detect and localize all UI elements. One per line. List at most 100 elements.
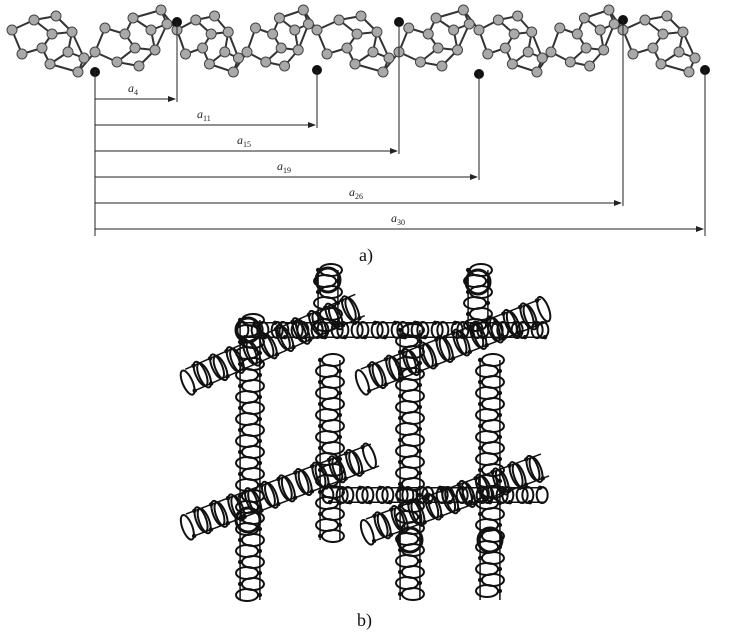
atom <box>448 24 460 36</box>
atom <box>44 58 56 70</box>
atom <box>16 48 28 60</box>
atom <box>578 12 590 24</box>
atom <box>536 52 548 64</box>
vertical-chain <box>475 352 505 600</box>
atom <box>584 60 596 72</box>
atom <box>603 4 615 16</box>
atom <box>526 26 538 38</box>
atom <box>6 24 18 36</box>
atom <box>72 66 84 78</box>
atom <box>452 44 464 56</box>
atom <box>430 12 442 24</box>
dimension-label-a4: a4 <box>128 81 138 97</box>
atom <box>473 24 485 36</box>
atom <box>639 14 651 26</box>
atom <box>432 42 444 54</box>
diagonal-chain <box>354 295 552 396</box>
ring <box>234 316 262 344</box>
atom <box>351 28 363 40</box>
dimension-label-a30: a30 <box>391 211 405 227</box>
atom <box>463 18 475 30</box>
atom <box>99 22 111 34</box>
atom <box>260 56 272 68</box>
panel-label-a: a) <box>359 245 373 265</box>
atom <box>367 46 379 58</box>
ring <box>464 268 492 296</box>
atom <box>302 18 314 30</box>
atom <box>311 24 323 36</box>
atom <box>422 28 434 40</box>
ring <box>234 506 262 534</box>
dimension-lines <box>94 20 706 236</box>
atom <box>377 66 389 78</box>
atom <box>227 66 239 78</box>
framework-network <box>179 262 552 603</box>
atom <box>127 12 139 24</box>
atom <box>403 22 415 34</box>
atom <box>657 28 669 40</box>
atom <box>133 60 145 72</box>
atom <box>190 14 202 26</box>
atom <box>119 28 131 40</box>
atom <box>28 14 40 26</box>
atom <box>349 58 361 70</box>
chain-atoms <box>6 4 710 79</box>
atom <box>205 28 217 40</box>
atom <box>554 22 566 34</box>
atom <box>333 14 345 26</box>
atom <box>512 10 524 22</box>
atom <box>341 42 353 54</box>
dimension-label-a11: a11 <box>197 107 211 123</box>
atom <box>655 58 667 70</box>
atom <box>267 28 279 40</box>
diagonal-chain <box>179 293 366 396</box>
atom <box>289 24 301 36</box>
atom <box>545 46 557 58</box>
atom <box>414 56 426 68</box>
atom <box>89 46 101 58</box>
atom <box>499 42 511 54</box>
atom <box>297 4 309 16</box>
ring <box>396 526 424 554</box>
atom <box>232 52 244 64</box>
atom <box>161 18 173 30</box>
atom <box>46 28 58 40</box>
atom <box>273 12 285 24</box>
vertical-chain <box>315 352 345 544</box>
atom <box>492 14 504 26</box>
atom <box>145 24 157 36</box>
atom <box>250 22 262 34</box>
atom <box>149 44 161 56</box>
diagonal-chain <box>179 442 380 541</box>
atom <box>197 42 209 54</box>
panel-label-b: b) <box>357 610 372 630</box>
atom <box>383 52 395 64</box>
atom <box>506 58 518 70</box>
dimension-label-a15: a15 <box>237 133 251 149</box>
atom <box>66 26 78 38</box>
atom <box>608 18 620 30</box>
atom <box>129 42 141 54</box>
atom <box>78 52 90 64</box>
atom <box>508 28 520 40</box>
atom <box>522 46 534 58</box>
atom <box>580 42 592 54</box>
atom <box>279 60 291 72</box>
atom <box>594 24 606 36</box>
atom <box>647 42 659 54</box>
diagonal-chain <box>359 453 550 546</box>
atom <box>111 56 123 68</box>
atom <box>531 66 543 78</box>
atom <box>275 42 287 54</box>
atom <box>598 44 610 56</box>
atom <box>689 52 701 64</box>
atom <box>203 58 215 70</box>
atom <box>222 26 234 38</box>
atom <box>50 10 62 22</box>
atom <box>321 48 333 60</box>
atom <box>209 10 221 22</box>
atom <box>482 48 494 60</box>
dimension-label-a26: a26 <box>349 185 363 201</box>
atom <box>627 48 639 60</box>
atom <box>180 48 192 60</box>
